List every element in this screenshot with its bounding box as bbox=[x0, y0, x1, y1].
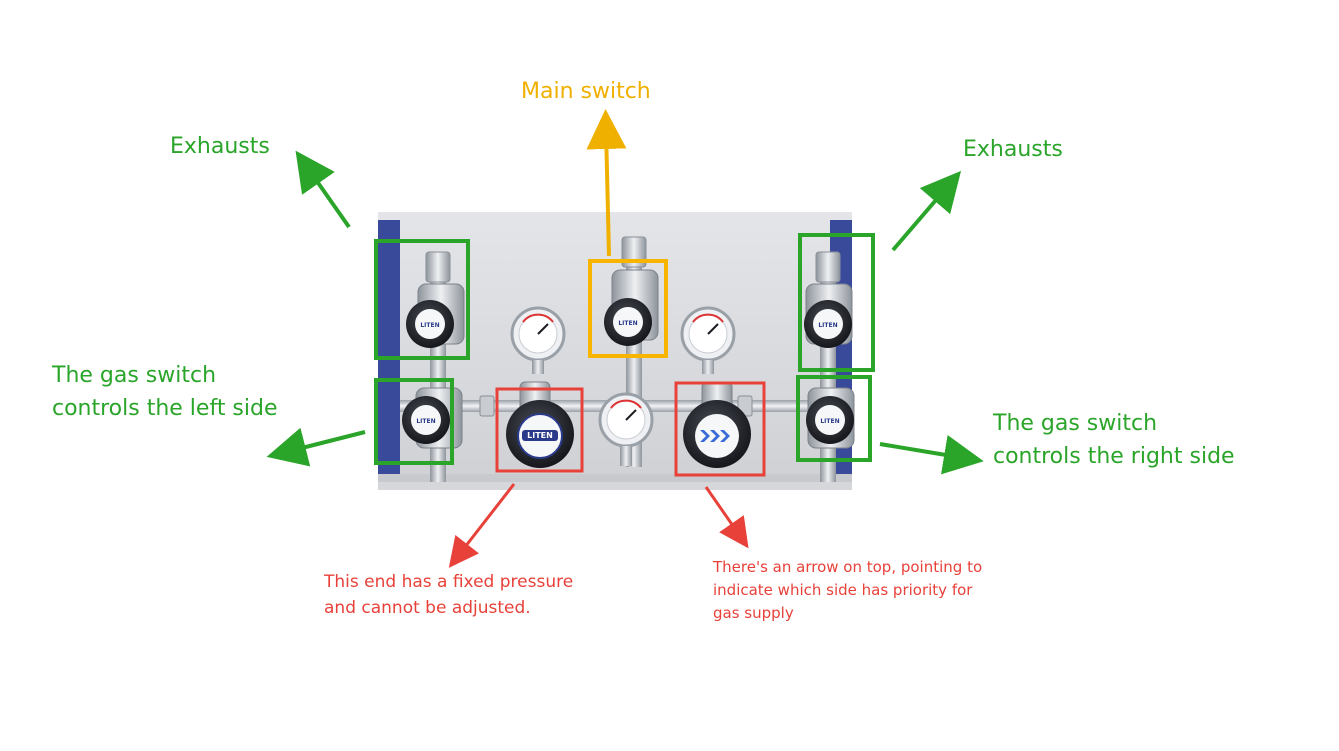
pressure-gauge-right bbox=[680, 306, 736, 374]
svg-text:LITEN: LITEN bbox=[820, 418, 839, 425]
exhausts-left-label: Exhausts bbox=[170, 134, 270, 159]
main-switch-box bbox=[588, 259, 668, 358]
main-switch-label: Main switch bbox=[521, 79, 651, 104]
priority-label-line2: indicate which side has priority for bbox=[713, 581, 973, 599]
fixed-pressure-regulator: LITEN bbox=[506, 381, 574, 468]
gas-switch-right: LITEN bbox=[806, 387, 855, 449]
priority-label-line3: gas supply bbox=[713, 604, 794, 622]
svg-text:LITEN: LITEN bbox=[618, 320, 637, 327]
fixed-pressure-label-line1: This end has a fixed pressure bbox=[324, 572, 574, 592]
svg-text:LITEN: LITEN bbox=[416, 418, 435, 425]
gas-switch-left: LITEN bbox=[402, 387, 463, 449]
pressure-gauge-center bbox=[598, 392, 654, 466]
gas-right-label-line2: controls the right side bbox=[993, 444, 1235, 469]
arrow-gas-left bbox=[266, 427, 366, 467]
fixed-pressure-label-line2: and cannot be adjusted. bbox=[324, 598, 531, 618]
exhaust-right-box bbox=[798, 233, 875, 372]
arrow-fixed-pressure bbox=[448, 483, 516, 568]
arrow-exhaust-right bbox=[891, 170, 962, 252]
exhaust-left-box bbox=[374, 239, 470, 360]
gas-left-label-line2: controls the left side bbox=[52, 396, 278, 421]
gas-left-label-line1: The gas switch bbox=[52, 363, 217, 388]
gas-switch-right-box bbox=[796, 375, 872, 462]
arrow-exhaust-left bbox=[295, 150, 351, 229]
priority-label-line1: There's an arrow on top, pointing to bbox=[713, 558, 983, 576]
fixed-pressure-box bbox=[495, 387, 584, 473]
priority-arrow-box bbox=[674, 381, 766, 477]
arrow-main-switch bbox=[586, 109, 627, 257]
svg-text:LITEN: LITEN bbox=[527, 431, 553, 440]
gas-switch-left-box bbox=[374, 378, 454, 465]
svg-text:LITEN: LITEN bbox=[818, 322, 837, 329]
left-side-bar bbox=[378, 220, 400, 474]
exhausts-right-label: Exhausts bbox=[963, 137, 1063, 162]
arrow-gas-right bbox=[879, 434, 984, 475]
exhaust-regulator-right: LITEN bbox=[804, 283, 853, 348]
gas-right-label-line1: The gas switch bbox=[993, 411, 1158, 436]
arrow-priority bbox=[704, 486, 749, 549]
priority-arrow-regulator bbox=[683, 381, 751, 468]
pressure-gauge-left bbox=[510, 306, 566, 374]
main-switch-regulator: LITEN bbox=[604, 269, 659, 346]
gas-manifold-panel: LITEN LITEN LITEN bbox=[378, 212, 855, 490]
exhaust-regulator-left: LITEN bbox=[406, 283, 465, 348]
svg-text:LITEN: LITEN bbox=[420, 322, 439, 329]
